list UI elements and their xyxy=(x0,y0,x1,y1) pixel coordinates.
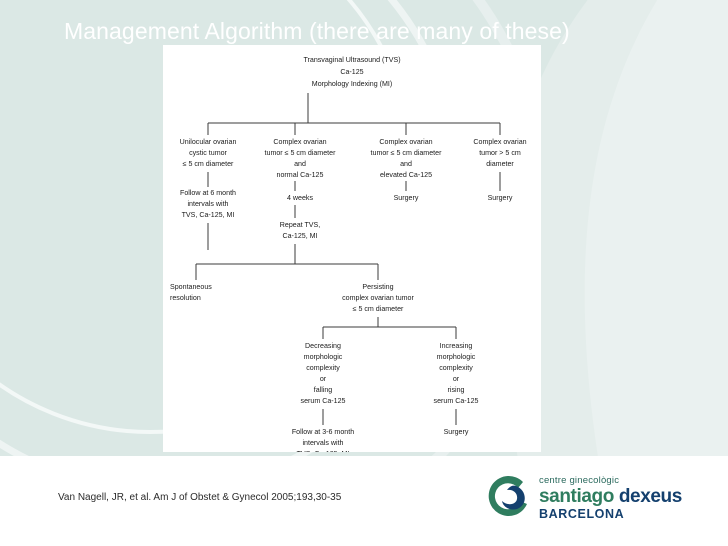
node-branch1-action: Follow at 6 month intervals with TVS, Ca… xyxy=(180,189,236,219)
branch1-line-2: cystic tumor xyxy=(189,149,227,157)
page-title: Management Algorithm (there are many of … xyxy=(64,18,570,44)
branch4-line-3: diameter xyxy=(486,160,514,168)
node-branch2: Complex ovarian tumor ≤ 5 cm diameter an… xyxy=(265,138,337,179)
outcome-right-line-3: ≤ 5 cm diameter xyxy=(353,305,404,313)
final-left-line-1: Decreasing xyxy=(305,342,341,350)
node-branch2-repeat: Repeat TVS, Ca-125, MI xyxy=(280,221,321,240)
final-right-line-3: complexity xyxy=(439,364,473,372)
branch2-line-3: and xyxy=(294,160,306,168)
final-left-action-line-2: intervals with xyxy=(302,439,343,447)
final-left-line-4: or xyxy=(320,375,327,383)
final-left-line-3: complexity xyxy=(306,364,340,372)
node-decreasing-action: Follow at 3-6 month intervals with TVS, … xyxy=(292,428,354,452)
final-left-action-line-3: TVS, Ca-125, MI xyxy=(297,450,350,452)
branch2-action-wait: 4 weeks xyxy=(287,194,313,202)
node-root: Transvaginal Ultrasound (TVS) Ca-125 Mor… xyxy=(303,56,400,88)
branch2-line-1: Complex ovarian xyxy=(273,138,326,146)
branch2-repeat-line-1: Repeat TVS, xyxy=(280,221,321,229)
logo-name-first: santiago xyxy=(539,486,614,507)
final-right-line-5: rising xyxy=(448,386,465,394)
final-left-line-5: falling xyxy=(314,386,333,394)
branch3-line-1: Complex ovarian xyxy=(379,138,432,146)
root-line-1: Transvaginal Ultrasound (TVS) xyxy=(303,56,400,64)
outcome-left-line-1: Spontaneous xyxy=(170,283,212,291)
final-right-line-1: Increasing xyxy=(440,342,473,350)
final-left-line-6: serum Ca-125 xyxy=(301,397,346,405)
branch1-line-1: Unilocular ovarian xyxy=(180,138,237,146)
node-branch4: Complex ovarian tumor > 5 cm diameter xyxy=(473,138,526,168)
node-increasing-complexity: Increasing morphologic complexity or ris… xyxy=(434,342,479,405)
node-decreasing-complexity: Decreasing morphologic complexity or fal… xyxy=(301,342,346,405)
branch3-line-3: and xyxy=(400,160,412,168)
branch2-line-2: tumor ≤ 5 cm diameter xyxy=(265,149,337,157)
node-branch1: Unilocular ovarian cystic tumor ≤ 5 cm d… xyxy=(180,138,237,168)
branch4-line-1: Complex ovarian xyxy=(473,138,526,146)
branch1-action-line-2: intervals with xyxy=(187,200,228,208)
outcome-right-line-1: Persisting xyxy=(362,283,393,291)
branch4-action-surgery: Surgery xyxy=(488,194,513,202)
root-line-3: Morphology Indexing (MI) xyxy=(312,80,392,88)
footer-band xyxy=(0,456,728,546)
branch3-line-2: tumor ≤ 5 cm diameter xyxy=(371,149,443,157)
final-right-action-surgery: Surgery xyxy=(444,428,469,436)
algorithm-figure-panel: Transvaginal Ultrasound (TVS) Ca-125 Mor… xyxy=(163,45,541,452)
logo-city: BARCELONA xyxy=(539,507,625,521)
logo-name-second: dexeus xyxy=(618,486,682,507)
node-branch3: Complex ovarian tumor ≤ 5 cm diameter an… xyxy=(371,138,443,179)
branch4-line-2: tumor > 5 cm xyxy=(479,149,521,157)
branch1-action-line-1: Follow at 6 month xyxy=(180,189,236,197)
node-persisting-tumor: Persisting complex ovarian tumor ≤ 5 cm … xyxy=(342,283,414,313)
final-right-line-4: or xyxy=(453,375,460,383)
final-right-line-2: morphologic xyxy=(437,353,476,361)
branch1-action-line-3: TVS, Ca-125, MI xyxy=(182,211,235,219)
final-left-line-2: morphologic xyxy=(304,353,343,361)
citation-text: Van Nagell, JR, et al. Am J of Obstet & … xyxy=(58,492,342,503)
logo-name: santiago dexeus xyxy=(539,486,719,507)
branch2-line-4: normal Ca-125 xyxy=(277,171,324,179)
branch3-action-surgery: Surgery xyxy=(394,194,419,202)
final-left-action-line-1: Follow at 3-6 month xyxy=(292,428,354,436)
algorithm-flowchart: Transvaginal Ultrasound (TVS) Ca-125 Mor… xyxy=(170,56,527,452)
outcome-right-line-2: complex ovarian tumor xyxy=(342,294,414,302)
node-spontaneous-resolution: Spontaneous resolution xyxy=(170,283,212,302)
institution-logo: centre ginecològic santiago dexeus BARCE… xyxy=(483,470,713,528)
root-line-2: Ca-125 xyxy=(340,68,363,76)
final-right-line-6: serum Ca-125 xyxy=(434,397,479,405)
branch3-line-4: elevated Ca-125 xyxy=(380,171,432,179)
dexeus-circle-icon xyxy=(488,475,527,516)
logo-tagline: centre ginecològic xyxy=(539,475,620,486)
branch2-repeat-line-2: Ca-125, MI xyxy=(282,232,317,240)
branch1-line-3: ≤ 5 cm diameter xyxy=(183,160,234,168)
logo-wordmark: centre ginecològic santiago dexeus BARCE… xyxy=(539,475,719,521)
outcome-left-line-2: resolution xyxy=(170,294,201,302)
